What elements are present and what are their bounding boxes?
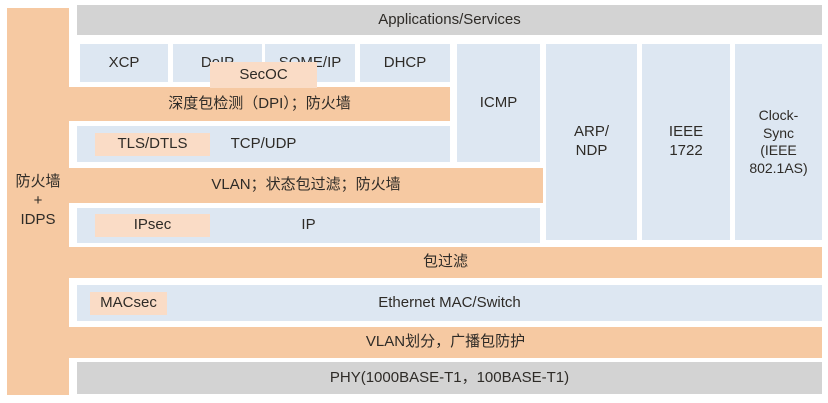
xcp-box: XCP (80, 44, 168, 82)
icmp-box: ICMP (457, 44, 540, 162)
arp-ndp-column: ARP/ NDP (546, 44, 637, 240)
firewall-idps-column: 防火墙 + IDPS (7, 8, 69, 395)
dhcp-box: DHCP (360, 44, 450, 82)
macsec-box: MACsec (90, 292, 167, 315)
phy-box: PHY(1000BASE-T1，100BASE-T1) (77, 362, 822, 394)
clock-sync-column: Clock- Sync (IEEE 802.1AS) (735, 44, 822, 240)
tls-dtls-box: TLS/DTLS (95, 133, 210, 156)
secoc-box: SecOC (210, 62, 317, 88)
vlan-stateful-filter-bar: VLAN；状态包过滤；防火墙 (69, 168, 543, 203)
vlan-partition-bar: VLAN划分，广播包防护 (69, 327, 822, 358)
ipsec-box: IPsec (95, 214, 210, 237)
packet-filter-bar: 包过滤 (69, 247, 822, 278)
ethernet-mac-switch-box: Ethernet MAC/Switch (77, 285, 822, 321)
applications-services-bar: Applications/Services (77, 5, 822, 35)
dpi-firewall-bar: 深度包检测（DPI）；防火墙 (69, 87, 450, 121)
ieee-1722-column: IEEE 1722 (642, 44, 730, 240)
